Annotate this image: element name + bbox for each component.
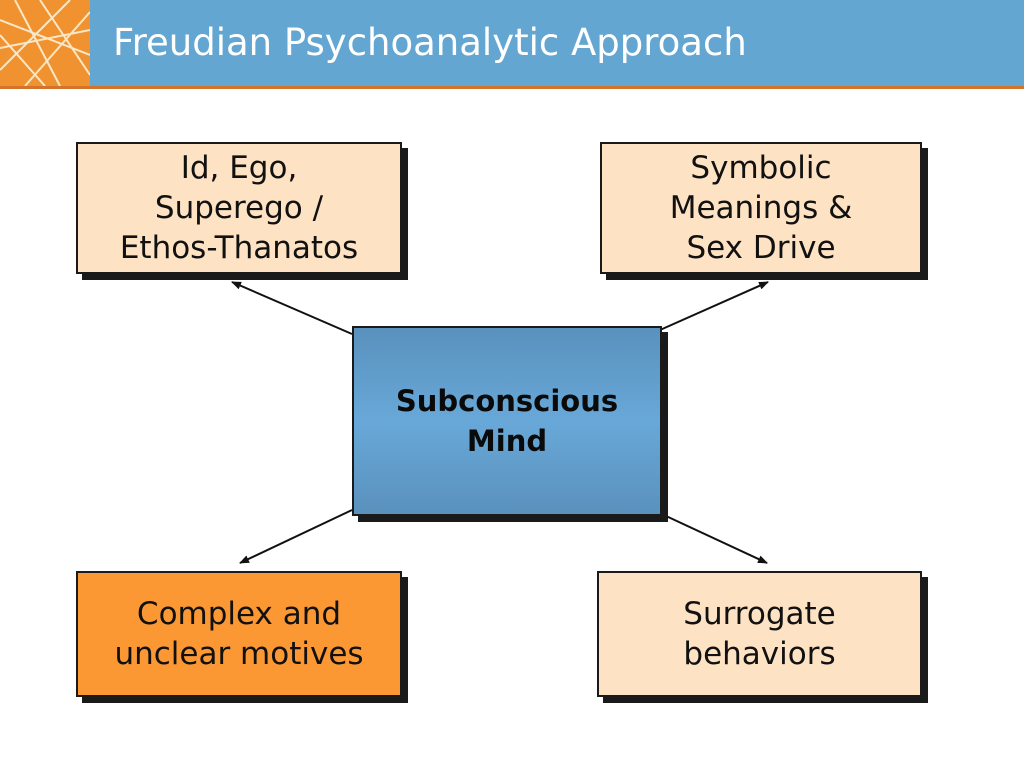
logo-graphic — [0, 0, 90, 86]
page-title: Freudian Psychoanalytic Approach — [113, 21, 747, 64]
node-subconscious-mind: Subconscious Mind — [352, 326, 662, 516]
title-bar: Freudian Psychoanalytic Approach — [0, 0, 1024, 86]
node-id-ego-superego: Id, Ego, Superego / Ethos-Thanatos — [76, 142, 402, 274]
node-complex-motives: Complex and unclear motives — [76, 571, 402, 697]
arrow-to-top-right — [659, 281, 769, 331]
arrow-to-top-left — [231, 281, 353, 335]
node-symbolic-meanings: Symbolic Meanings & Sex Drive — [600, 142, 922, 274]
arrow-to-bottom-left — [239, 509, 353, 564]
arrow-to-bottom-right — [665, 515, 768, 564]
logo — [0, 0, 90, 86]
node-surrogate-behaviors: Surrogate behaviors — [597, 571, 922, 697]
header-divider — [0, 86, 1024, 89]
